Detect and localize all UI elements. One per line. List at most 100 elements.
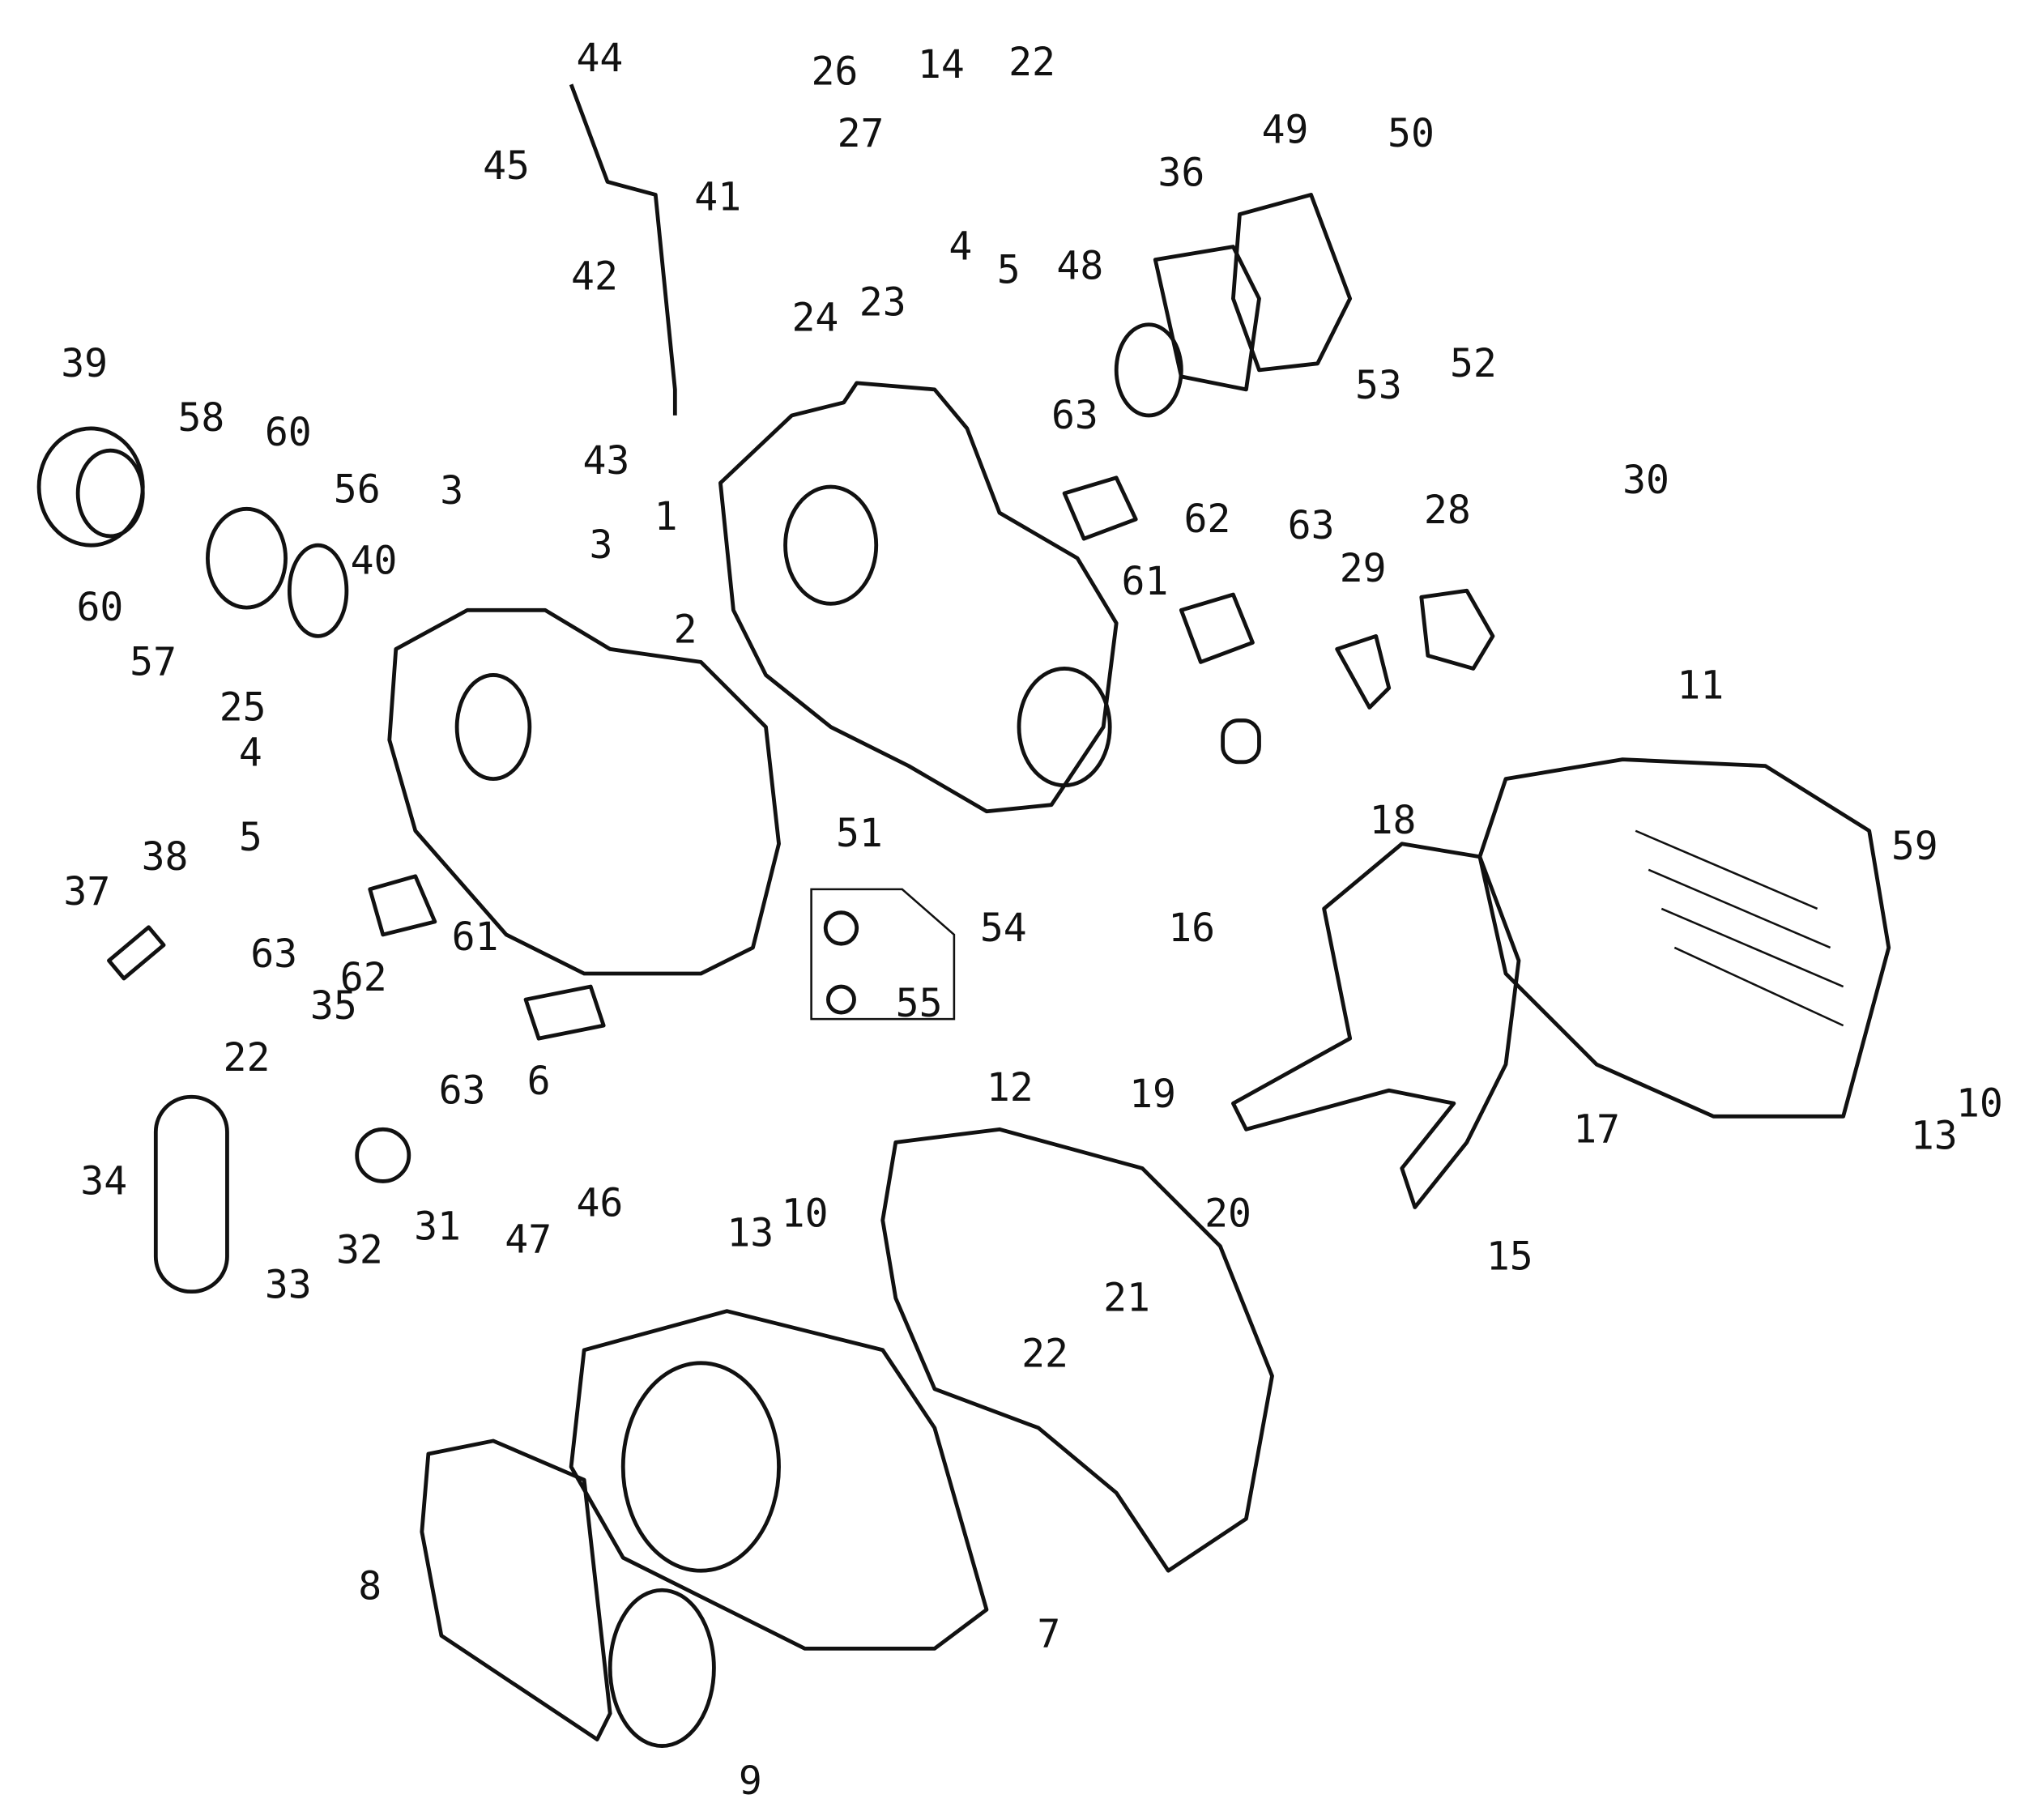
callout-21: 21 xyxy=(1103,1276,1150,1321)
gasket-12 xyxy=(880,1127,1274,1573)
callout-1: 1 xyxy=(654,494,678,539)
callout-15: 15 xyxy=(1486,1234,1533,1279)
callout-3: 3 xyxy=(590,522,613,568)
crankcase-right-bore xyxy=(783,484,879,606)
gasket-36 xyxy=(1153,245,1261,392)
callout-46: 46 xyxy=(576,1181,623,1226)
callout-29: 29 xyxy=(1340,546,1387,591)
pump-28 xyxy=(1419,588,1495,671)
callout-9: 9 xyxy=(739,1758,762,1804)
callout-31: 31 xyxy=(414,1204,461,1250)
callout-42: 42 xyxy=(571,254,618,299)
cover-7-window xyxy=(620,1361,781,1573)
callout-14: 14 xyxy=(918,42,965,87)
chain-34 xyxy=(153,1094,229,1294)
part-drawings xyxy=(36,83,1891,1748)
callout-6: 6 xyxy=(527,1059,551,1104)
callout-33: 33 xyxy=(265,1263,312,1308)
callout-55: 55 xyxy=(896,981,943,1026)
filter-housing xyxy=(206,506,288,610)
callout-63: 63 xyxy=(250,931,297,977)
callout-57: 57 xyxy=(130,639,177,684)
callout-61: 61 xyxy=(452,914,499,960)
gasket-8 xyxy=(420,1439,612,1741)
reed-61-upper xyxy=(1062,475,1138,541)
callout-34: 34 xyxy=(80,1158,127,1204)
callout-59: 59 xyxy=(1891,824,1938,869)
callout-16: 16 xyxy=(1168,906,1215,951)
callout-40: 40 xyxy=(351,538,398,583)
callout-52: 52 xyxy=(1450,341,1497,386)
callout-26: 26 xyxy=(812,49,859,94)
callout-19: 19 xyxy=(1129,1072,1176,1117)
callout-63: 63 xyxy=(1051,393,1098,438)
plug-55 xyxy=(826,984,856,1015)
callout-62: 62 xyxy=(1183,497,1230,542)
callout-10: 10 xyxy=(1956,1080,2003,1126)
callout-28: 28 xyxy=(1424,488,1471,533)
callout-51: 51 xyxy=(836,811,883,856)
o-ring-56 xyxy=(287,543,349,638)
callout-50: 50 xyxy=(1388,111,1435,156)
callout-25: 25 xyxy=(220,685,266,731)
box-54 xyxy=(810,888,956,1021)
callout-11: 11 xyxy=(1677,663,1724,708)
callout-3: 3 xyxy=(440,468,463,514)
callout-63: 63 xyxy=(1288,503,1335,548)
callout-10: 10 xyxy=(782,1191,829,1237)
plug xyxy=(823,910,859,946)
callout-43: 43 xyxy=(582,438,629,484)
callout-13: 13 xyxy=(727,1211,774,1256)
callout-20: 20 xyxy=(1204,1191,1251,1237)
callout-22: 22 xyxy=(224,1035,271,1080)
callout-39: 39 xyxy=(61,341,108,386)
bracket-15 xyxy=(1231,842,1521,1209)
callout-12: 12 xyxy=(987,1065,1034,1110)
callout-63: 63 xyxy=(439,1068,486,1113)
callout-18: 18 xyxy=(1370,798,1417,843)
callout-54: 54 xyxy=(980,906,1027,951)
callout-7: 7 xyxy=(1037,1612,1060,1657)
callout-61: 61 xyxy=(1122,559,1169,604)
reed-61-lower xyxy=(523,984,606,1041)
cover-7 xyxy=(569,1309,989,1651)
gasket-9 xyxy=(608,1588,716,1748)
plate-49 xyxy=(1231,193,1353,373)
callout-44: 44 xyxy=(576,36,623,81)
callout-27: 27 xyxy=(838,111,885,156)
callout-41: 41 xyxy=(694,175,741,220)
bushing xyxy=(1221,718,1261,765)
callout-22: 22 xyxy=(1021,1332,1068,1377)
callout-49: 49 xyxy=(1262,107,1309,152)
reed-61-mid xyxy=(1179,592,1255,664)
callout-60: 60 xyxy=(76,585,123,630)
dowel-37 xyxy=(107,925,166,981)
callout-22: 22 xyxy=(1008,40,1055,85)
callout-13: 13 xyxy=(1911,1113,1958,1158)
callout-23: 23 xyxy=(859,280,906,326)
callout-30: 30 xyxy=(1622,458,1669,503)
callout-62: 62 xyxy=(340,955,387,1000)
oil-filter-end xyxy=(75,448,145,539)
callout-38: 38 xyxy=(142,834,189,880)
callout-37: 37 xyxy=(63,869,110,914)
callout-58: 58 xyxy=(177,395,224,441)
callout-8: 8 xyxy=(358,1563,382,1609)
cover-11-fins xyxy=(1635,829,1844,1027)
cover-11 xyxy=(1477,757,1891,1119)
callout-53: 53 xyxy=(1355,363,1402,408)
crankcase-right-bore-2 xyxy=(1017,667,1112,788)
callout-35: 35 xyxy=(310,983,357,1029)
oil-pipe xyxy=(569,83,677,416)
callout-4: 4 xyxy=(949,224,972,270)
callout-45: 45 xyxy=(483,143,530,189)
callout-5: 5 xyxy=(239,815,262,860)
reed-61-left xyxy=(368,874,437,937)
callout-56: 56 xyxy=(334,467,381,512)
callout-48: 48 xyxy=(1056,244,1103,289)
callout-24: 24 xyxy=(791,296,838,341)
crankcase-right xyxy=(718,381,1119,814)
callout-4: 4 xyxy=(239,731,262,776)
